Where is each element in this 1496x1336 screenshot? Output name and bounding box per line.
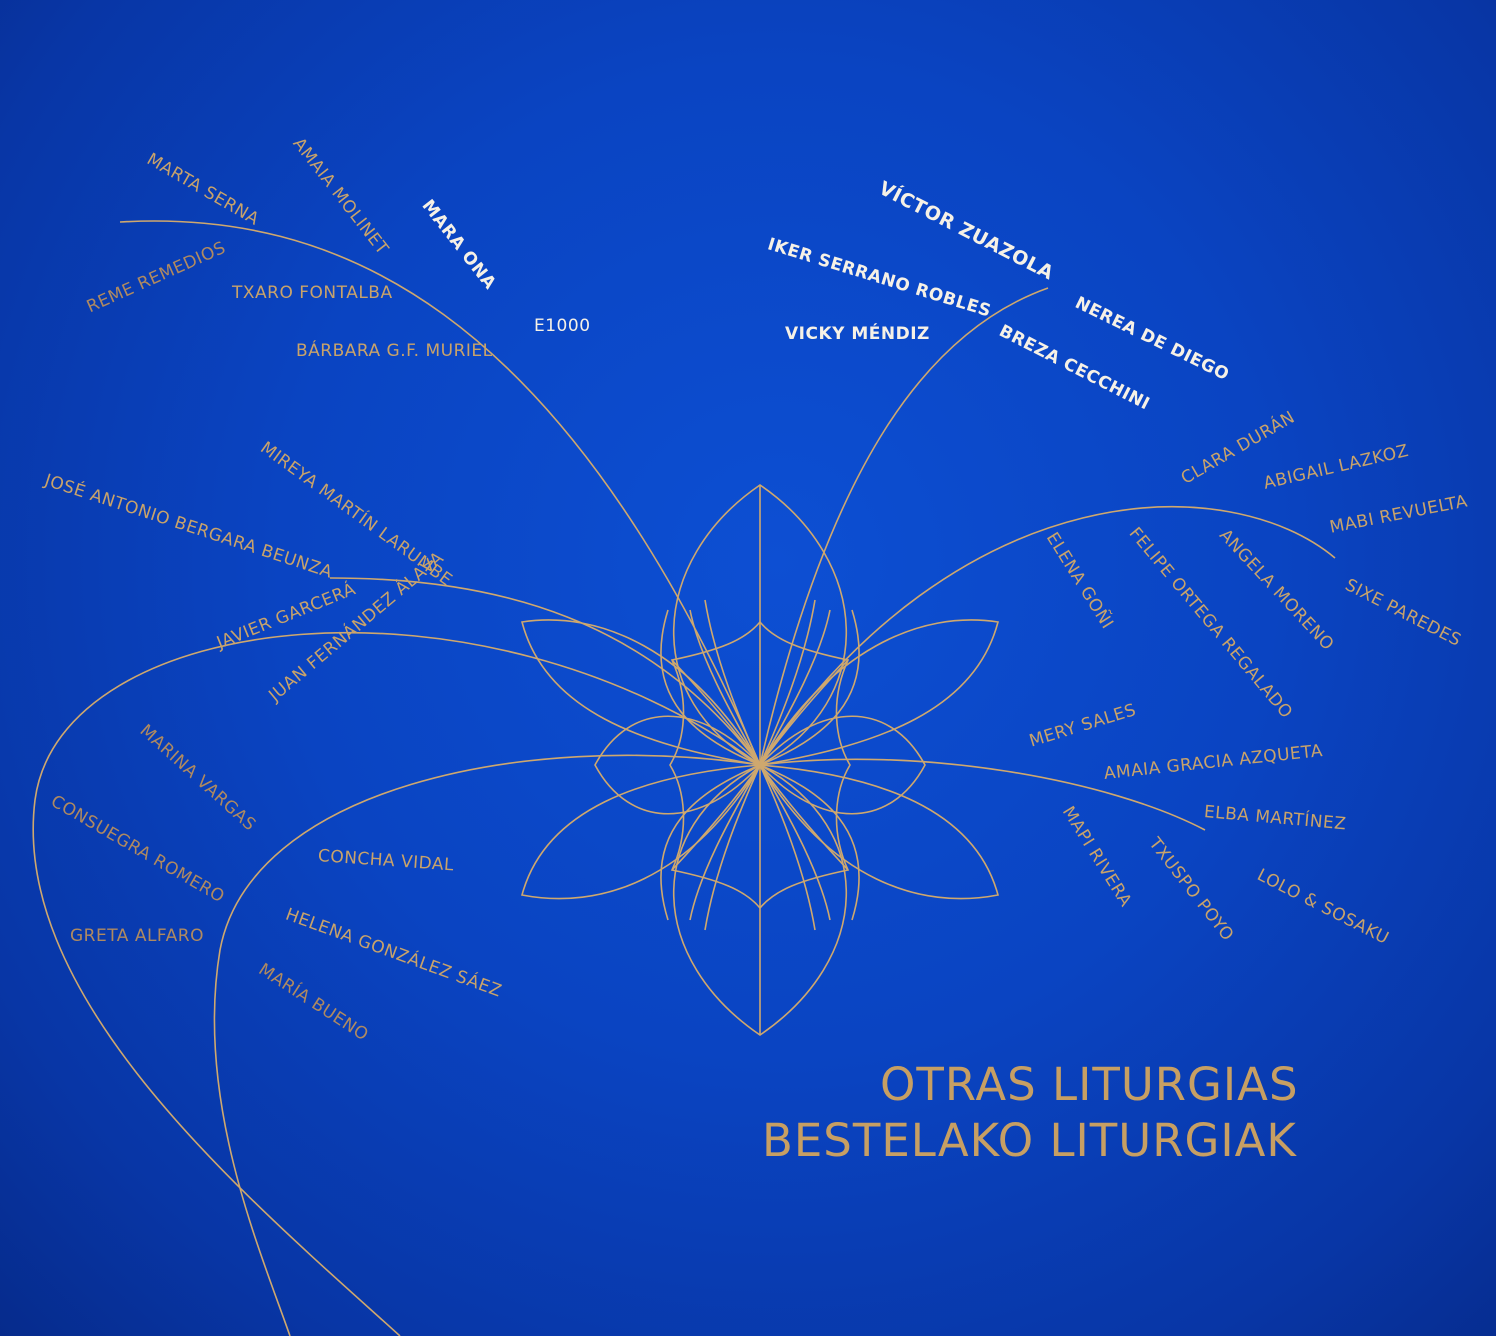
branch-line-right [759, 506, 1336, 766]
artist-name: VICKY MÉNDIZ [785, 324, 930, 344]
branch-line-left-mid [329, 577, 761, 766]
branch-line-inner-arc [213, 754, 761, 1336]
artist-name: GRETA ALFARO [70, 926, 204, 946]
petal-upper-right [758, 619, 999, 767]
branch-line-top-left [119, 220, 761, 766]
exhibition-title-basque: BESTELAKO LITURGIAK [762, 1114, 1297, 1167]
petal-left [594, 715, 762, 815]
artist-name: BÁRBARA G.F. MURIEL [296, 341, 493, 361]
artist-name: E1000 [534, 316, 591, 336]
petal-upper-left [521, 619, 762, 767]
branch-line-top-right [759, 287, 1049, 766]
artist-name: TXARO FONTALBA [232, 283, 393, 303]
exhibition-title-spanish: OTRAS LITURGIAS [880, 1058, 1299, 1111]
branch-line-right-low [759, 758, 1206, 831]
branch-line-big-arc [32, 631, 761, 1336]
